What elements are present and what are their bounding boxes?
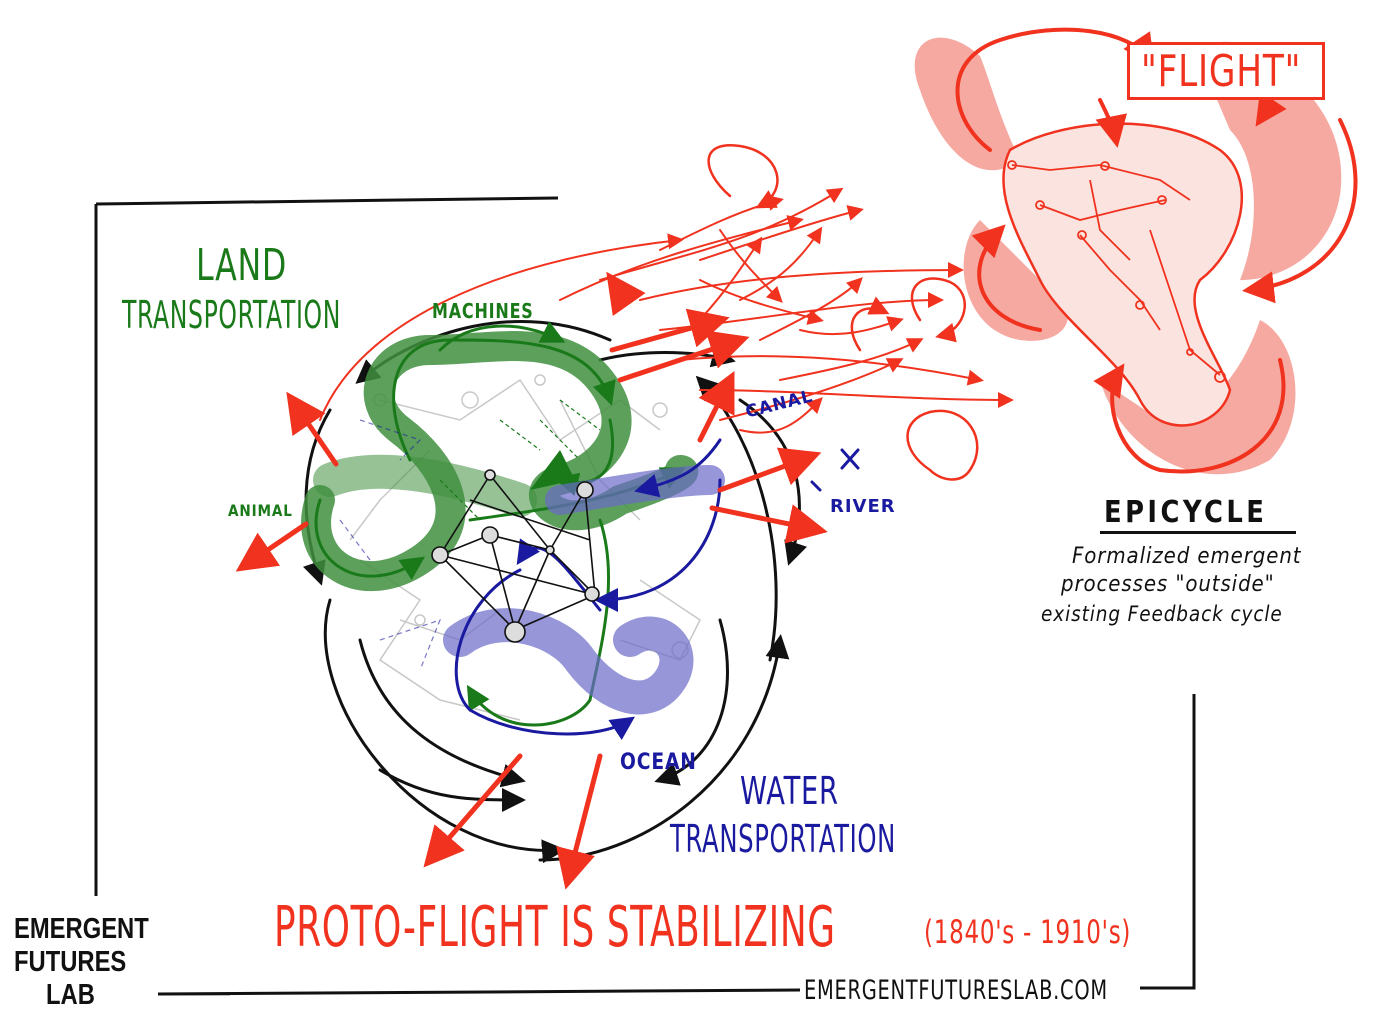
land-transportation-title: LAND: [196, 240, 288, 291]
emergent-futures-lab-logo: [0, 0, 1, 1]
machines-label: MACHINES: [432, 299, 534, 323]
river-x-mark: [810, 448, 860, 492]
flight-label: "FLIGHT": [1141, 46, 1302, 97]
core-network: [431, 469, 600, 643]
land-transportation-subtitle: TRANSPORTATION: [122, 293, 341, 337]
frame: [94, 196, 1196, 996]
flight-label-box: [1127, 42, 1325, 100]
frame-bottom-line: [157, 988, 801, 996]
epicycle-description-line: existing Feedback cycle: [1041, 602, 1283, 626]
epicycle-shape: [914, 27, 1358, 475]
epicycle-description-line: processes "outside": [1061, 572, 1275, 597]
river-label: RIVER: [830, 496, 896, 517]
land-band: [301, 321, 699, 727]
frame-right-line: [1140, 694, 1196, 990]
water-transportation-subtitle: TRANSPORTATION: [670, 817, 897, 861]
proto-flight-arrows: [235, 271, 828, 890]
headline-dates: (1840's - 1910's): [924, 913, 1132, 951]
headline: PROTO-FLIGHT IS STABILIZING: [274, 895, 836, 960]
water-transportation-title: WATER: [740, 769, 839, 813]
frame-top-line: [95, 196, 559, 206]
logo-line: FUTURES: [14, 946, 127, 978]
epicycle-title: EPICYCLE: [1104, 495, 1268, 530]
epicycle-description-line: Formalized emergent: [1072, 544, 1302, 569]
epicycle-underline: [1100, 531, 1296, 534]
footer-url[interactable]: EMERGENTFUTURESLAB.COM: [804, 975, 1108, 1006]
ocean-label: OCEAN: [620, 750, 697, 775]
animal-label: ANIMAL: [228, 501, 293, 520]
flight-arrow-swarm: [319, 187, 1014, 434]
small-red-loops: [707, 143, 979, 481]
logo-line: LAB: [46, 979, 95, 1011]
logo-line: EMERGENT: [14, 913, 149, 945]
